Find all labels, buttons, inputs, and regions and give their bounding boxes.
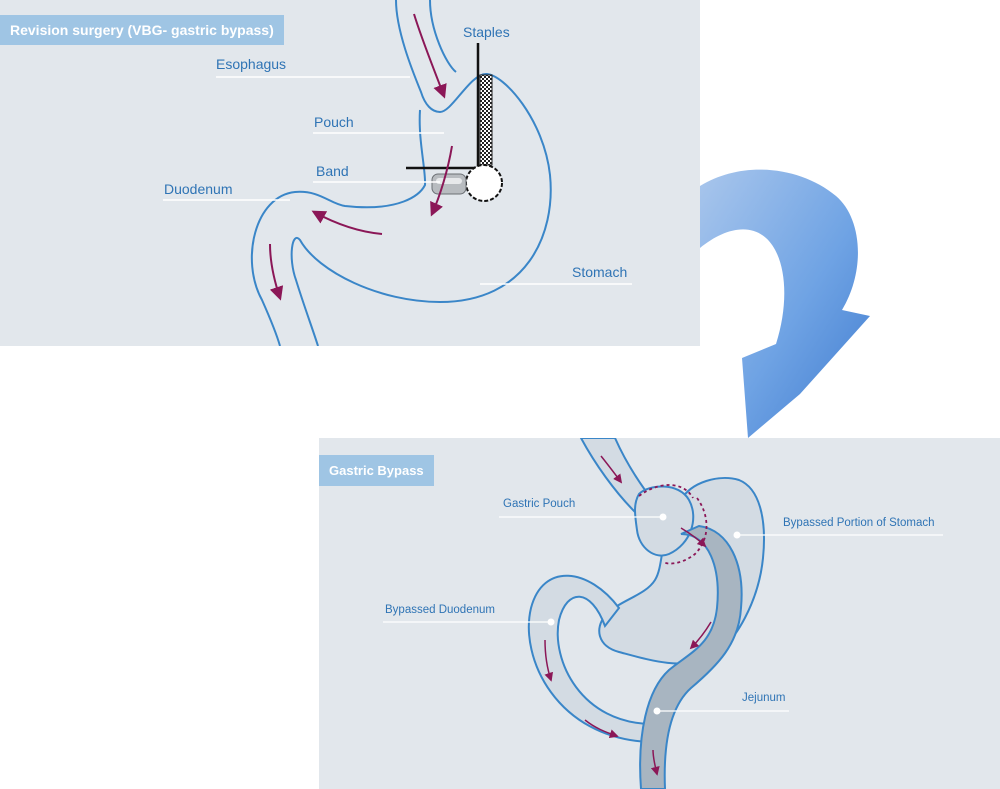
- flow-arrow: [689, 621, 712, 650]
- vbg-panel: Staples Esophagus Pouch Band Duodenum St…: [0, 0, 700, 346]
- panel-title-revision: Revision surgery (VBG- gastric bypass): [0, 15, 284, 45]
- flow-arrow: [680, 527, 707, 548]
- label-bypassed-stomach: Bypassed Portion of Stomach: [783, 517, 935, 529]
- label-duodenum: Duodenum: [164, 181, 233, 197]
- flow-arrow: [584, 719, 619, 738]
- flow-arrow: [650, 749, 660, 776]
- label-bypassed-duodenum: Bypassed Duodenum: [385, 604, 495, 616]
- flow-arrow: [600, 455, 623, 484]
- bypass-diagram: Gastric Pouch Bypassed Portion of Stomac…: [383, 438, 943, 789]
- band-ring: [465, 164, 503, 202]
- stomach-outline: [290, 0, 552, 346]
- label-band: Band: [316, 163, 349, 179]
- gastric-bypass-panel: Gastric Pouch Bypassed Portion of Stomac…: [319, 438, 1000, 789]
- label-jejunum: Jejunum: [742, 692, 785, 704]
- gastric-pouch-shape: [634, 485, 695, 557]
- flow-arrow: [430, 145, 453, 217]
- flow-arrow: [544, 639, 553, 682]
- staple-line: [479, 74, 493, 166]
- duodenum-outline: [250, 0, 457, 346]
- flow-arrow: [269, 243, 284, 301]
- label-esophagus: Esophagus: [216, 56, 286, 72]
- vbg-diagram: Staples Esophagus Pouch Band Duodenum St…: [163, 0, 632, 346]
- jejunum-shape: [639, 524, 743, 789]
- label-gastric-pouch: Gastric Pouch: [503, 498, 575, 510]
- flow-arrow: [413, 13, 447, 99]
- flow-arrow: [311, 210, 383, 235]
- big-curved-arrow-icon: [700, 169, 870, 439]
- label-pouch: Pouch: [314, 114, 354, 130]
- pouch-staple-line: [638, 484, 708, 565]
- label-stomach: Stomach: [572, 264, 627, 280]
- panel-title-gastric-bypass: Gastric Bypass: [319, 455, 434, 486]
- label-staples: Staples: [463, 24, 510, 40]
